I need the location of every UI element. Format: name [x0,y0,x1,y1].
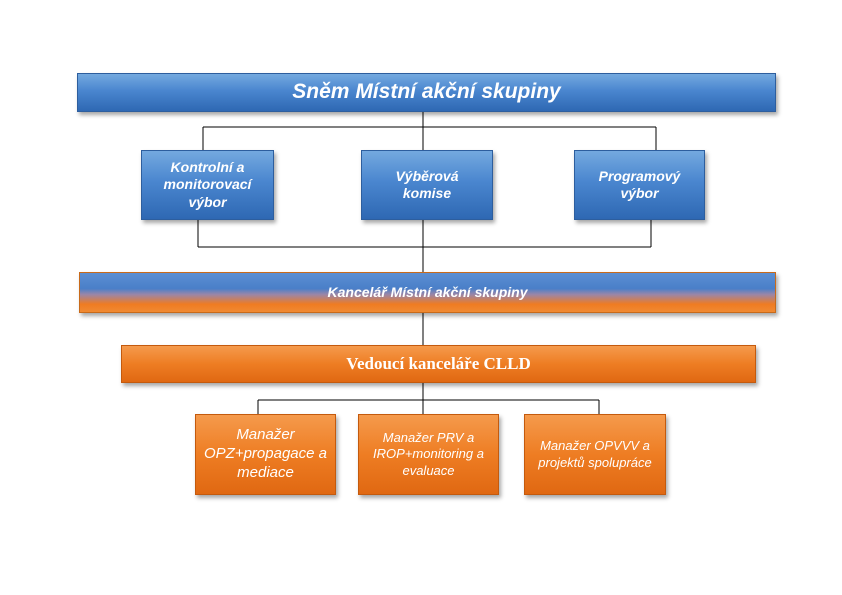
committee-box-selection: Výběrová komise [361,150,493,220]
top-box-assembly: Sněm Místní akční skupiny [77,73,776,112]
office-label: Kancelář Místní akční skupiny [327,283,528,300]
office-box: Kancelář Místní akční skupiny [79,272,776,313]
committee-box-program: Programový výbor [574,150,705,220]
top-box-label: Sněm Místní akční skupiny [292,80,561,104]
manager-box-prv: Manažer PRV a IROP+monitoring a evaluace [358,414,499,495]
manager-label: Manažer OPVVV a projektů spolupráce [538,438,652,470]
manager-box-opvvv: Manažer OPVVV a projektů spolupráce [524,414,666,495]
head-box: Vedoucí kanceláře CLLD [121,345,756,383]
head-label: Vedoucí kanceláře CLLD [346,354,531,374]
manager-box-opz: Manažer OPZ+propagace a mediace [195,414,336,495]
committee-label: Výběrová komise [395,167,459,202]
manager-label: Manažer PRV a IROP+monitoring a evaluace [373,430,484,478]
committee-label: Kontrolní a monitorovací výbor [163,158,252,210]
committee-label: Programový výbor [598,167,681,202]
manager-label: Manažer OPZ+propagace a mediace [204,426,327,481]
committee-box-control: Kontrolní a monitorovací výbor [141,150,274,220]
